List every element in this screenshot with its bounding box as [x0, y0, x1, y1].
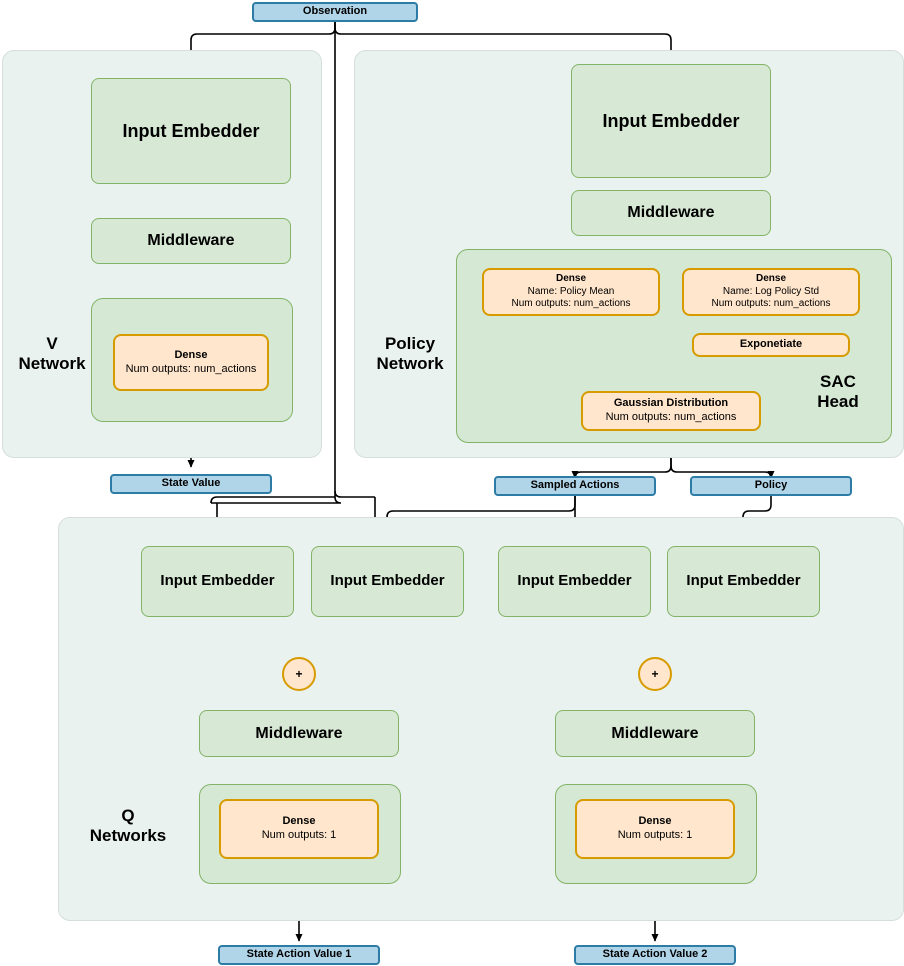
- gaussian-title: Gaussian Distribution: [613, 397, 729, 410]
- q-input-embedder-1[interactable]: Input Embedder: [141, 546, 294, 617]
- q1-dense-outputs: Num outputs: 1: [261, 829, 337, 841]
- q-input-embedder-2-label: Input Embedder: [330, 572, 445, 590]
- v-dense-outputs: Num outputs: num_actions: [125, 362, 257, 375]
- q-input-embedder-4[interactable]: Input Embedder: [667, 546, 820, 617]
- policy-network-group-label: Policy Network: [376, 334, 444, 374]
- q2-middleware[interactable]: Middleware: [555, 710, 755, 757]
- state-value-node[interactable]: State Value: [110, 474, 272, 494]
- q1-dense-node[interactable]: Dense Num outputs: 1: [219, 799, 379, 859]
- state-action-value-1-node[interactable]: State Action Value 1: [218, 945, 380, 965]
- q-input-embedder-3[interactable]: Input Embedder: [498, 546, 651, 617]
- q2-merge-node[interactable]: +: [638, 657, 672, 691]
- policy-input-embedder[interactable]: Input Embedder: [571, 64, 771, 178]
- policy-output-node[interactable]: Policy: [690, 476, 852, 496]
- policy-middleware-label: Middleware: [627, 204, 715, 221]
- log-policy-std-title: Dense: [755, 273, 786, 285]
- policy-middleware[interactable]: Middleware: [571, 190, 771, 236]
- q1-merge-symbol: +: [295, 666, 303, 681]
- observation-label: Observation: [302, 5, 368, 18]
- q2-dense-title: Dense: [638, 815, 672, 828]
- q1-merge-node[interactable]: +: [282, 657, 316, 691]
- v-network-group-label: V Network: [18, 334, 86, 374]
- policy-mean-outputs: Num outputs: num_actions: [511, 298, 631, 310]
- gaussian-outputs: Num outputs: num_actions: [605, 411, 737, 423]
- log-policy-std-dense[interactable]: Dense Name: Log Policy Std Num outputs: …: [682, 268, 860, 316]
- v-input-embedder[interactable]: Input Embedder: [91, 78, 291, 184]
- q2-merge-symbol: +: [651, 666, 659, 681]
- policy-mean-name: Name: Policy Mean: [527, 285, 615, 297]
- q-input-embedder-1-label: Input Embedder: [160, 572, 275, 590]
- policy-mean-title: Dense: [555, 273, 586, 285]
- sampled-actions-node[interactable]: Sampled Actions: [494, 476, 656, 496]
- sac-head-label: SAC Head: [817, 372, 859, 412]
- v-dense-node[interactable]: Dense Num outputs: num_actions: [113, 334, 269, 391]
- q2-middleware-label: Middleware: [611, 724, 699, 742]
- state-value-label: State Value: [161, 477, 221, 490]
- q1-middleware-label: Middleware: [255, 724, 343, 742]
- policy-input-embedder-label: Input Embedder: [602, 110, 740, 131]
- q2-dense-node[interactable]: Dense Num outputs: 1: [575, 799, 735, 859]
- gaussian-distribution-node[interactable]: Gaussian Distribution Num outputs: num_a…: [581, 391, 761, 431]
- v-dense-title: Dense: [174, 348, 208, 361]
- v-input-embedder-label: Input Embedder: [122, 120, 260, 141]
- v-middleware-label: Middleware: [147, 232, 235, 249]
- observation-node[interactable]: Observation: [252, 2, 418, 22]
- q-networks-group-label: Q Networks: [89, 806, 167, 846]
- v-middleware[interactable]: Middleware: [91, 218, 291, 264]
- sampled-actions-label: Sampled Actions: [530, 479, 620, 492]
- q-input-embedder-2[interactable]: Input Embedder: [311, 546, 464, 617]
- q-input-embedder-3-label: Input Embedder: [517, 572, 632, 590]
- state-action-value-1-label: State Action Value 1: [246, 948, 352, 961]
- q2-dense-outputs: Num outputs: 1: [617, 829, 693, 841]
- exponentiate-label: Exponetiate: [739, 338, 803, 351]
- state-action-value-2-label: State Action Value 2: [602, 948, 708, 961]
- q1-dense-title: Dense: [282, 815, 316, 828]
- q-input-embedder-4-label: Input Embedder: [686, 572, 801, 590]
- policy-output-label: Policy: [754, 479, 788, 492]
- state-action-value-2-node[interactable]: State Action Value 2: [574, 945, 736, 965]
- policy-mean-dense[interactable]: Dense Name: Policy Mean Num outputs: num…: [482, 268, 660, 316]
- log-policy-std-outputs: Num outputs: num_actions: [711, 298, 831, 310]
- q1-middleware[interactable]: Middleware: [199, 710, 399, 757]
- log-policy-std-name: Name: Log Policy Std: [722, 285, 820, 297]
- exponentiate-node[interactable]: Exponetiate: [692, 333, 850, 357]
